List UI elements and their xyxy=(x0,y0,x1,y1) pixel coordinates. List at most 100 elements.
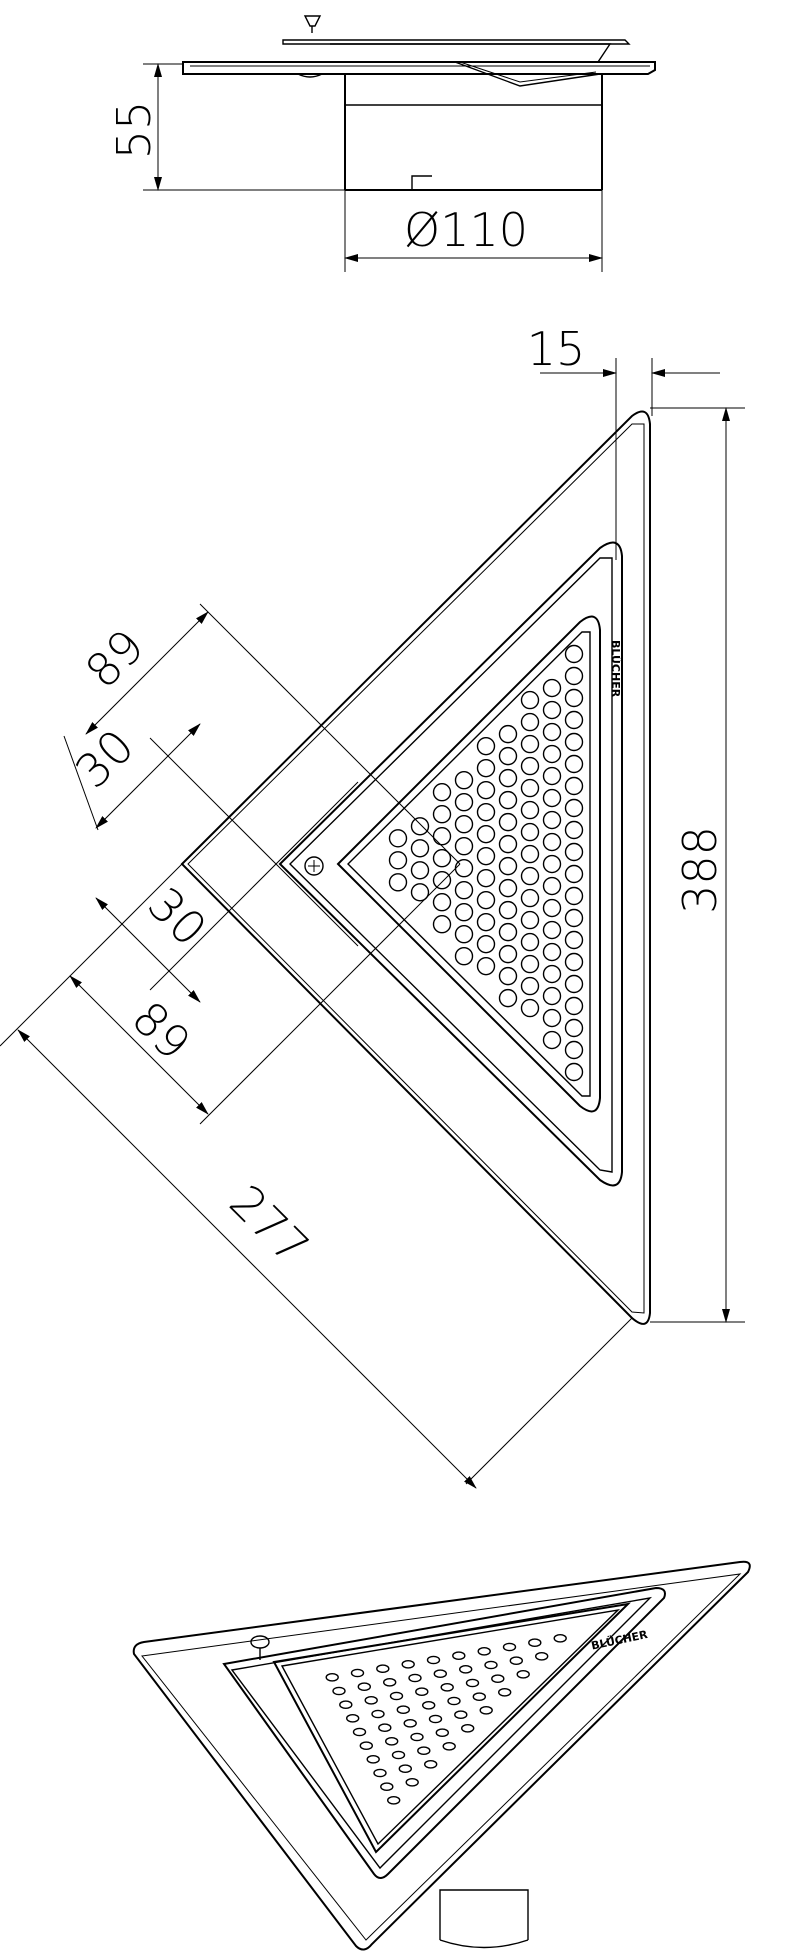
iso-grate-hole xyxy=(396,1705,410,1714)
dim-89-bottom: 89 xyxy=(122,991,202,1071)
iso-grate-hole xyxy=(528,1638,542,1647)
iso-grate-hole xyxy=(516,1670,530,1679)
iso-grate-hole xyxy=(440,1683,454,1692)
grate-hole xyxy=(410,883,430,902)
grate-hole xyxy=(476,846,496,866)
iso-grate-hole xyxy=(371,1709,385,1719)
iso-grate-hole xyxy=(553,1634,567,1643)
grate-hole xyxy=(476,956,496,976)
side-view: 55 Ø110 xyxy=(107,15,656,272)
grate-hole xyxy=(542,942,562,962)
grate-hole xyxy=(476,912,496,932)
grate-hole xyxy=(432,893,452,912)
iso-grate-hole xyxy=(405,1778,419,1787)
grate-hole xyxy=(476,934,496,954)
grate-hole xyxy=(498,988,518,1008)
iso-grate-hole xyxy=(417,1746,431,1755)
iso-grate-hole xyxy=(454,1710,468,1719)
grate-hole xyxy=(542,788,562,808)
grate-hole xyxy=(520,888,540,908)
grate-hole xyxy=(520,778,540,798)
grate-hole xyxy=(564,908,584,928)
grate-hole xyxy=(432,783,452,802)
grate-hole xyxy=(388,829,408,848)
grate-hole xyxy=(520,822,540,842)
grate-hole xyxy=(564,842,584,862)
iso-grate-hole xyxy=(408,1673,422,1683)
iso-grate-hole xyxy=(410,1732,424,1742)
grate-hole xyxy=(410,839,430,858)
brand-label: BLÜCHER xyxy=(609,640,623,698)
grate-hole xyxy=(520,976,540,996)
iso-grate-hole xyxy=(433,1669,447,1678)
grate-hole xyxy=(498,768,518,788)
grate-hole xyxy=(498,922,518,942)
grate-hole xyxy=(498,790,518,810)
grate-hole xyxy=(542,810,562,830)
grate-hole xyxy=(564,688,584,708)
grate-hole xyxy=(542,832,562,852)
iso-grate-hole xyxy=(465,1678,480,1688)
iso-grate-hole xyxy=(373,1768,387,1778)
grate-hole xyxy=(564,864,584,884)
grate-hole xyxy=(432,915,452,934)
iso-grate-hole xyxy=(391,1750,406,1760)
grate-hole xyxy=(498,878,518,898)
grate-hole xyxy=(520,756,540,776)
grate-hole xyxy=(564,996,584,1016)
grate-hole xyxy=(476,736,496,756)
grate-hole xyxy=(498,834,518,854)
iso-grate-hole xyxy=(479,1706,493,1715)
grate-hole xyxy=(542,722,562,742)
iso-grate-hole xyxy=(366,1755,380,1764)
grate-hole xyxy=(564,776,584,796)
grate-hole xyxy=(542,876,562,896)
iso-grate-hole xyxy=(461,1724,475,1733)
iso-grate-hole xyxy=(380,1782,394,1791)
grate-hole xyxy=(564,798,584,818)
grate-hole xyxy=(432,805,452,824)
grate-hole xyxy=(454,770,474,790)
iso-grate-hole xyxy=(452,1651,466,1660)
grate-hole xyxy=(542,766,562,786)
iso-grate-hole xyxy=(435,1728,449,1737)
isometric-view: BLÜCHER xyxy=(132,1560,751,1951)
iso-grate-hole xyxy=(428,1714,443,1724)
grate-hole xyxy=(542,898,562,918)
iso-grate-hole xyxy=(389,1691,404,1701)
grate-hole xyxy=(520,932,540,952)
grate-hole xyxy=(542,1030,562,1050)
grate-hole xyxy=(410,817,430,836)
iso-grate-hole xyxy=(484,1660,498,1670)
iso-grate-hole xyxy=(359,1741,373,1750)
dim-30-bottom: 30 xyxy=(138,877,218,957)
grate-hole xyxy=(520,866,540,886)
iso-grate-hole xyxy=(477,1647,491,1656)
grate-hole xyxy=(542,700,562,720)
grate-hole xyxy=(498,746,518,766)
grate-hole xyxy=(564,930,584,950)
iso-brand-label: BLÜCHER xyxy=(590,1627,649,1653)
grate-hole xyxy=(520,800,540,820)
iso-grate-hole xyxy=(535,1652,549,1661)
grate-hole xyxy=(542,744,562,764)
grate-hole xyxy=(542,964,562,984)
iso-grate-holes xyxy=(325,1634,567,1805)
grate-hole xyxy=(564,1040,584,1060)
iso-grate-hole xyxy=(403,1719,417,1728)
grate-hole xyxy=(454,836,474,856)
grate-hole xyxy=(498,944,518,964)
iso-grate-hole xyxy=(447,1696,461,1706)
iso-grate-hole xyxy=(442,1742,456,1751)
grate-hole xyxy=(432,849,452,868)
grate-hole xyxy=(432,827,452,846)
grate-hole xyxy=(564,952,584,972)
grate-hole xyxy=(498,856,518,876)
grate-hole xyxy=(388,851,408,870)
iso-grate-hole xyxy=(426,1655,441,1665)
grate-hole xyxy=(564,886,584,906)
iso-grate-hole xyxy=(502,1642,517,1652)
grate-hole xyxy=(454,924,474,944)
grate-hole xyxy=(476,758,496,778)
iso-grate-hole xyxy=(509,1656,523,1665)
